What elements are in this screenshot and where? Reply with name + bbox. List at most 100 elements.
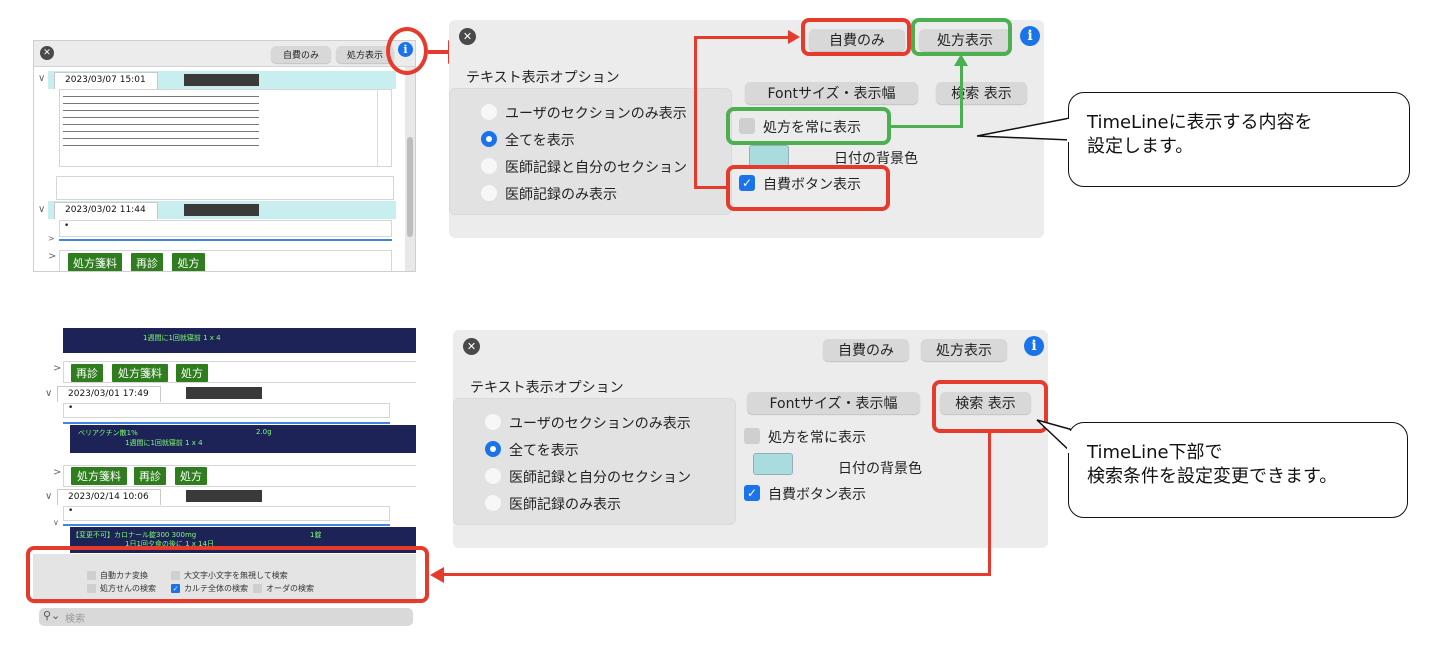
entry-text-area[interactable] (59, 89, 392, 167)
entry-text-area[interactable]: • (63, 403, 390, 418)
chevron-down-icon[interactable]: ∨ (45, 491, 53, 502)
highlight-search-options (26, 546, 429, 603)
text-line (63, 124, 259, 125)
auto-kana-label: 自動カナ変換 (100, 571, 148, 580)
chevron-down-icon[interactable]: ∨ (38, 73, 46, 84)
entry-date-tab[interactable]: 2023/03/07 15:01 (54, 72, 158, 89)
show-prescription-button[interactable]: 処方表示 (921, 339, 1007, 361)
order-search-checkbox[interactable] (253, 584, 262, 593)
date-bg-color-swatch[interactable] (749, 145, 789, 167)
radio-label: ユーザのセクションのみ表示 (509, 416, 691, 432)
search-field[interactable]: ⚲⌄ 検索 (39, 608, 413, 626)
entry-date-tab[interactable]: 2023/03/02 11:44 (54, 202, 158, 219)
radio-doctor-only[interactable] (485, 495, 501, 511)
show-prescription-button[interactable]: 処方表示 (919, 29, 1011, 51)
prescription-button[interactable]: 処方 (175, 467, 207, 485)
info-highlight-circle (386, 27, 428, 75)
revisit-button[interactable]: 再診 (71, 364, 103, 382)
always-show-rx-checkbox[interactable] (739, 118, 755, 134)
close-icon[interactable]: ✕ (463, 338, 480, 355)
radio-doctor-and-own[interactable] (485, 468, 501, 484)
font-size-button[interactable]: Fontサイズ・表示幅 (745, 82, 918, 104)
self-pay-only-button[interactable]: 自費のみ (809, 29, 905, 51)
ignore-case-checkbox[interactable] (171, 571, 180, 580)
chevron-right-icon[interactable]: > (48, 251, 57, 262)
rx-usage: 1日1回夕食の後に 1 x 14日 (125, 540, 215, 548)
text-line (63, 103, 259, 104)
self-pay-only-button[interactable]: 自費のみ (271, 46, 331, 63)
auto-kana-checkbox[interactable] (87, 571, 96, 580)
rx-fee-button[interactable]: 処方箋料 (71, 467, 127, 485)
timeline-window-top: ✕ 自費のみ 処方表示 ∨ 2023/03/07 15:01 ∨ 2023/03… (33, 40, 416, 272)
info-icon[interactable]: i (1024, 336, 1044, 356)
date-bg-label: 日付の背景色 (834, 151, 918, 167)
self-pay-only-button[interactable]: 自費のみ (823, 339, 909, 361)
entry-date-tab[interactable]: 2023/02/14 10:06 (57, 489, 161, 505)
callout-pointer-mask (1067, 431, 1071, 453)
info-icon[interactable]: i (1020, 26, 1040, 46)
revisit-button[interactable]: 再診 (134, 467, 166, 485)
entry-date-tab[interactable]: 2023/03/01 17:49 (57, 386, 161, 402)
date-bg-color-swatch[interactable] (753, 453, 793, 475)
font-size-button[interactable]: Fontサイズ・表示幅 (747, 392, 920, 414)
chevron-down-icon[interactable]: ∨ (38, 204, 46, 215)
search-display-button[interactable]: 検索 表示 (936, 82, 1027, 104)
connector-red (988, 433, 991, 576)
text-line (63, 117, 259, 118)
scrollbar[interactable] (405, 67, 415, 271)
chevron-down-icon[interactable]: ∨ (45, 388, 53, 399)
chevron-right-icon[interactable]: > (53, 467, 62, 478)
radio-doctor-only[interactable] (481, 185, 497, 201)
settings-panel-bottom: ✕ 自費のみ 処方表示 i テキスト表示オプション ユーザのセクションのみ表示 … (453, 330, 1048, 548)
order-search-label: オーダの検索 (266, 584, 314, 593)
prescription-button[interactable]: 処方 (172, 253, 205, 271)
entry-text: • (68, 506, 74, 516)
always-show-rx-checkbox[interactable] (744, 428, 760, 444)
entry-text: • (68, 403, 74, 413)
entry-note-box[interactable] (56, 176, 394, 200)
prescription-button[interactable]: 処方 (176, 364, 208, 382)
show-self-pay-checkbox[interactable]: ✓ (739, 175, 755, 191)
highlight-show-self-pay (726, 165, 890, 211)
text-inner-scroll (377, 90, 391, 166)
scroll-thumb[interactable] (407, 137, 413, 237)
arrow-head (430, 567, 444, 583)
rx-search-label: 処方せんの検索 (100, 584, 156, 593)
karte-search-label: カルテ全体の検索 (184, 584, 248, 593)
close-icon[interactable]: ✕ (459, 28, 476, 45)
karte-search-checkbox[interactable]: ✓ (171, 584, 180, 593)
rx-name: 【変更不可】カロナール錠300 300mg (72, 531, 197, 539)
radio-label: 全てを表示 (505, 133, 575, 149)
show-prescription-button[interactable]: 処方表示 (336, 46, 394, 63)
chevron-right-icon[interactable]: > (53, 363, 62, 374)
radio-show-all[interactable] (485, 441, 501, 457)
radio-user-section-only[interactable] (485, 414, 501, 430)
search-icon: ⚲⌄ (43, 609, 61, 622)
rx-fee-button[interactable]: 処方箋料 (112, 364, 168, 382)
radio-doctor-and-own[interactable] (481, 158, 497, 174)
highlight-search-display (932, 380, 1048, 433)
entry-text-area[interactable]: • (63, 506, 390, 521)
search-display-button[interactable]: 検索 表示 (940, 392, 1031, 414)
radio-show-all[interactable] (481, 131, 497, 147)
callout-pointer (976, 117, 1071, 141)
radio-label: 医師記録と自分のセクション (505, 160, 687, 176)
text-line (63, 131, 259, 132)
radio-label: 医師記録と自分のセクション (509, 470, 691, 486)
radio-user-section-only[interactable] (481, 104, 497, 120)
rx-fee-button[interactable]: 処方箋料 (68, 253, 122, 271)
callout-top: TimeLineに表示する内容を 設定します。 (1068, 92, 1410, 187)
arrow-shaft (428, 50, 450, 54)
chevron-down-icon[interactable]: ∨ (53, 518, 59, 527)
rx-amount: 2.0g (256, 428, 272, 436)
chevron-right-icon[interactable]: > (48, 234, 55, 243)
rx-block: ベリアクチン散1% 2.0g 1週間に1回就寝前 1 x 4 (70, 425, 416, 453)
show-self-pay-checkbox[interactable]: ✓ (744, 485, 760, 501)
entry-text-area[interactable]: • (59, 220, 392, 237)
callout-bottom: TimeLine下部で 検索条件を設定変更できます。 (1068, 422, 1408, 518)
revisit-button[interactable]: 再診 (131, 253, 163, 271)
connector-red (694, 36, 790, 39)
close-icon[interactable]: ✕ (40, 46, 54, 60)
rx-name: ベリアクチン散1% (78, 429, 138, 437)
rx-search-checkbox[interactable] (87, 584, 96, 593)
